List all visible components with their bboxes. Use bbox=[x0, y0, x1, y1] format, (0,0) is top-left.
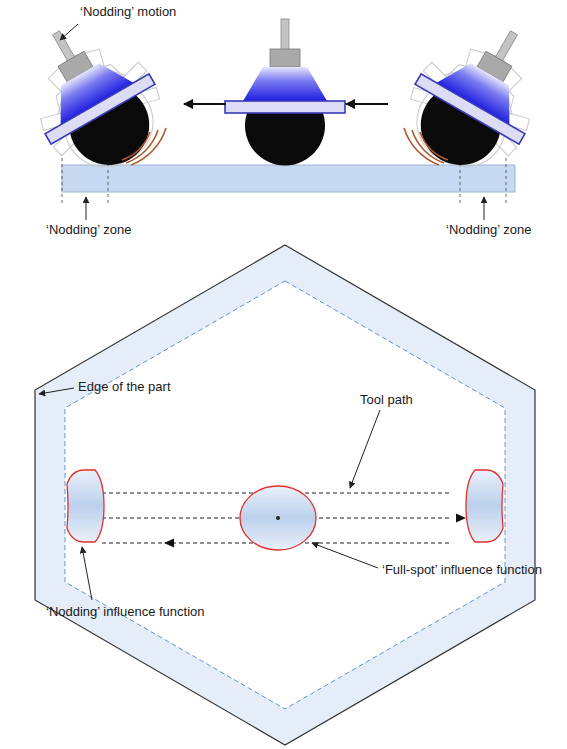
full-spot-influence-function bbox=[240, 486, 316, 550]
leader-lines bbox=[60, 24, 484, 220]
contact-arcs bbox=[122, 128, 448, 165]
part-side-view bbox=[62, 165, 515, 192]
nodding-influence-function bbox=[466, 470, 503, 542]
label-text: ‘Nodding’ motion bbox=[80, 4, 176, 20]
label-text: Tool path bbox=[360, 392, 413, 408]
leader-lines bbox=[39, 388, 380, 600]
label-text: ‘Nodding’ zone bbox=[446, 222, 532, 238]
label-text: ‘Nodding’ zone bbox=[46, 222, 132, 238]
nodding-influence-function bbox=[67, 470, 104, 542]
part-outline bbox=[35, 245, 535, 745]
polishing-tool bbox=[389, 3, 566, 190]
polishing-tool bbox=[4, 3, 181, 190]
label-text: Edge of the part bbox=[78, 379, 171, 395]
label-text: ‘Full-spot’ influence function bbox=[382, 562, 542, 578]
motion-arrows bbox=[184, 103, 388, 105]
nodding-boundary bbox=[65, 281, 505, 709]
polishing-tool bbox=[225, 19, 345, 165]
label-text: ‘Nodding’ influence function bbox=[46, 604, 205, 620]
